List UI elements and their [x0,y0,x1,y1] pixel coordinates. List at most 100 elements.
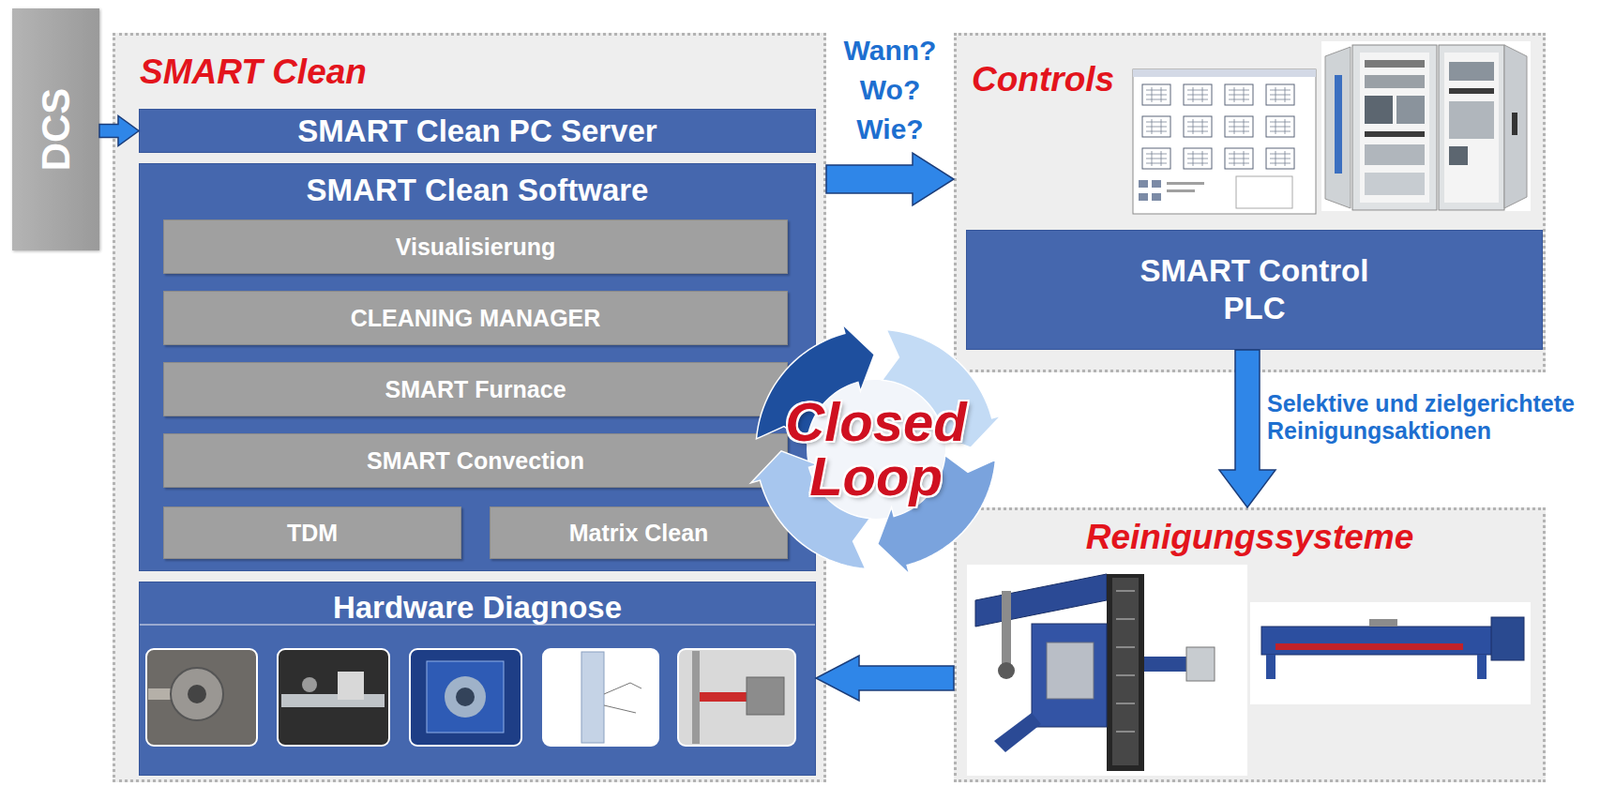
cleaning-lance-part [1369,618,1398,627]
lance-photo-part [678,649,796,746]
flow-arrow [826,152,954,206]
box-label: Visualisierung [395,232,556,261]
cleaning-device-part [1001,590,1012,666]
cleaning-lance-part [1266,654,1276,680]
module-box: SMART Convection [163,433,788,488]
software-screenshot-part [1142,84,1171,106]
control-cabinet-part [1359,52,1430,203]
arrow-label: Wann? Wo? Wie? [844,30,937,150]
cleaning-device-part [1116,590,1135,732]
control-cabinet-part [1511,112,1518,136]
sensor-photo-part [187,684,207,704]
cleaning-device-part [1106,573,1145,771]
camera-photo-part [409,649,522,746]
control-cabinet [1321,41,1531,212]
software-screenshot-part [1224,148,1253,169]
sensor-photo-part [170,667,224,721]
software-screenshot-part [1183,116,1212,137]
camera-photo-part [444,676,486,718]
module-band: VisualisierungCLEANING MANAGER SMART Furn… [138,163,816,572]
region-heading: SMART Clean [139,51,367,93]
band-separator [139,623,816,626]
module-box: CLEANING MANAGER [163,290,788,346]
sensor-photo-part [281,694,385,708]
box-label: SMART Convection [366,446,585,475]
box-label: SMART Clean PC Server [297,112,657,151]
sensor-photo [146,649,257,746]
control-cabinet-part [1438,45,1505,211]
module-box: TDM [163,506,462,559]
box-label: Closed Loop [775,394,978,504]
lance-photo-part [692,650,700,744]
control-cabinet-part [1334,75,1343,174]
control-cabinet-part [1321,41,1531,212]
software-screenshot-part [1183,84,1212,106]
control-cabinet-part [1449,146,1468,166]
cleaning-device-part [1031,623,1107,727]
control-cabinet-part [1449,61,1495,81]
camera-photo [409,649,522,746]
control-cabinet-part [1364,144,1425,166]
control-cabinet-part [1449,88,1495,94]
system-box: DCS [12,8,100,251]
cleaning-lance-part [1491,617,1525,661]
module-band: Hardware Diagnose [138,581,816,776]
cleaning-device [966,564,1248,776]
software-screenshot-part [1142,116,1171,137]
box-label: TDM [286,518,338,547]
software-screenshot-part [1183,148,1212,169]
control-cabinet-part [1364,131,1425,137]
lance-photo-part [699,692,747,702]
arrow-label: Selektive und zielgerichtete Reinigungsa… [1267,390,1591,445]
cleaning-lance-part [1275,643,1464,650]
control-cabinet-part [1396,95,1425,124]
flow-arrow [815,655,954,701]
software-screenshot-part [1266,116,1295,137]
cleaning-lance [1250,602,1531,705]
software-screenshot-part [1236,176,1293,209]
control-cabinet-part [1325,46,1351,209]
control-cabinet-part [1352,45,1437,211]
sensor-photo-part [146,649,257,746]
software-screenshot [1132,69,1316,214]
cleaning-device-part [975,573,1107,627]
probe-drawing-part [543,649,659,746]
cleaning-lance-part [1250,602,1531,705]
sensor-photo-part [337,671,364,700]
camera-photo-part [426,661,504,733]
module-band: SMART Clean PC Server [138,108,816,153]
region-panel: SMART Clean PC ServerVisualisierungCLEAN… [112,32,827,783]
lance-photo-part [746,677,785,715]
box-label: SMART Furnace [384,375,566,404]
control-cabinet-part [1364,172,1425,196]
probe-drawing-part [603,682,642,713]
software-screenshot-part [1166,189,1195,193]
sensor-photo [277,649,390,746]
cleaning-lance-part [1477,654,1487,680]
cleaning-lance-part [1261,626,1496,655]
cleaning-device-part [997,662,1015,680]
sensor-photo-part [148,688,186,700]
flow-arrow [1219,349,1276,508]
control-cabinet-part [1504,45,1527,209]
flow-arrow [99,116,139,147]
software-screenshot-part [1138,193,1148,201]
cleaning-device-part [994,712,1042,753]
software-screenshot-part [1224,84,1253,106]
software-screenshot-part [1166,181,1205,185]
software-screenshot-part [1151,193,1162,201]
loop-circle: Closed Loop [743,316,1009,582]
control-cabinet-part [1444,52,1499,203]
cleaning-device-part [1046,642,1094,699]
software-screenshot-part [1142,148,1171,169]
probe-drawing-part [581,651,604,743]
region-panel: SMART Control PLCControls [953,32,1546,373]
module-box: Matrix Clean [489,506,788,559]
region-heading: Reinigungssysteme [1086,516,1415,559]
box-label: Hardware Diagnose [332,588,622,627]
cleaning-device-part [1112,577,1139,766]
sensor-photo-part [301,677,317,693]
region-heading: Controls [971,59,1115,101]
